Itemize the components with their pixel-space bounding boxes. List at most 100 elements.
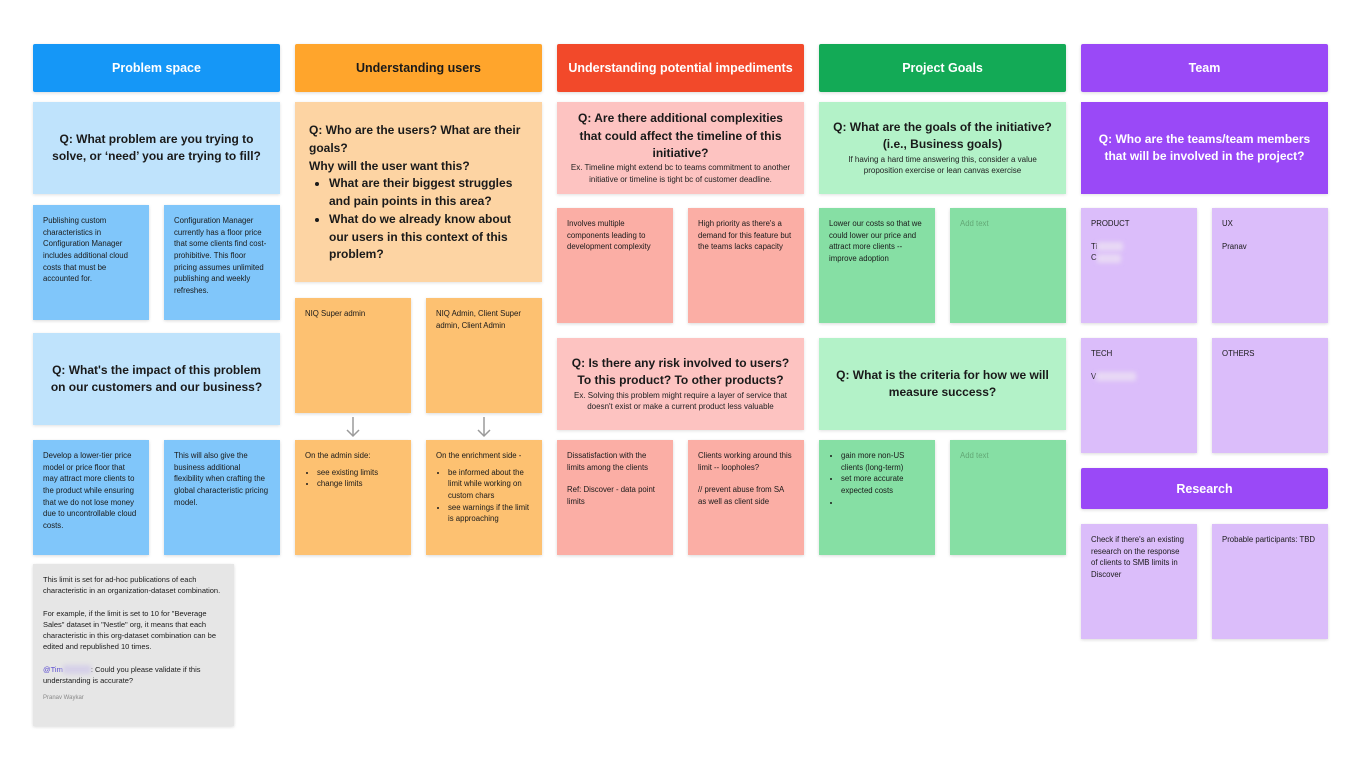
comment-paragraph: This limit is set for ad-hoc publication… [43, 575, 221, 596]
sticky-note-bullet: gain more non-US clients (long-term) [841, 450, 925, 473]
team-role-label: UX [1222, 219, 1233, 228]
sticky-note-list: be informed about the limit while workin… [436, 467, 532, 525]
header-research: Research [1081, 468, 1328, 509]
sticky-note-text: Probable participants: TBD [1222, 535, 1316, 544]
sticky-note[interactable]: Probable participants: TBD [1212, 524, 1328, 639]
sticky-note-text: // prevent abuse from SA as well as clie… [698, 485, 784, 507]
sticky-note-text: This will also give the business additio… [174, 451, 269, 507]
sticky-note-bullet [841, 497, 925, 509]
mention-link[interactable]: @Tim [43, 664, 63, 674]
sticky-note[interactable]: On the admin side: see existing limits c… [295, 440, 411, 555]
team-product-note[interactable]: PRODUCT Ti C [1081, 208, 1197, 323]
add-text-placeholder[interactable]: Add text [960, 219, 989, 228]
sticky-note[interactable]: High priority as there's a demand for th… [688, 208, 804, 323]
sticky-note-text: NIQ Admin, Client Super admin, Client Ad… [436, 309, 521, 330]
risk-question-hint: Ex. Solving this problem might require a… [574, 390, 787, 412]
redacted-name [1097, 242, 1124, 252]
header-understanding-users: Understanding users [295, 44, 542, 92]
team-ux-note[interactable]: UX Pranav [1212, 208, 1328, 323]
team-role-label: TECH [1091, 349, 1113, 358]
goals-question-text: Q: What are the goals of the initiative?… [833, 120, 1052, 152]
sticky-note-text: Clients working around this limit -- loo… [698, 451, 792, 472]
sticky-note[interactable]: Publishing custom characteristics in Con… [33, 205, 149, 320]
header-project-goals: Project Goals [819, 44, 1066, 92]
sticky-note-bullet: change limits [317, 478, 401, 490]
empty-sticky-note[interactable]: Add text [950, 440, 1066, 555]
sticky-note-list: gain more non-US clients (long-term) set… [829, 450, 925, 508]
comment-question: : Could you please validate if this unde… [43, 664, 201, 685]
sticky-note[interactable]: Dissatisfaction with the limits among th… [557, 440, 673, 555]
success-question-card[interactable]: Q: What is the criteria for how we will … [819, 338, 1066, 430]
sticky-note-list: see existing limits change limits [305, 467, 401, 490]
users-question-card[interactable]: Q: Who are the users? What are their goa… [295, 102, 542, 282]
comment-paragraph: For example, if the limit is set to 10 f… [43, 608, 217, 652]
team-question-card[interactable]: Q: Who are the teams/team members that w… [1081, 102, 1328, 194]
arrow-down-icon [346, 417, 360, 438]
risk-question-text: Q: Is there any risk involved to users? … [571, 356, 790, 388]
complexity-question-text: Q: Are there additional complexities tha… [578, 111, 783, 161]
sticky-note-text: Lower our costs so that we could lower o… [829, 219, 922, 264]
comment-card[interactable]: This limit is set for ad-hoc publication… [33, 564, 234, 726]
sticky-note[interactable]: Develop a lower-tier price model or pric… [33, 440, 149, 555]
redacted-name [1096, 372, 1137, 382]
sticky-note-bullet: see existing limits [317, 467, 401, 479]
sticky-note[interactable]: NIQ Super admin [295, 298, 411, 413]
sticky-note-text: High priority as there's a demand for th… [698, 219, 792, 252]
impact-question-card[interactable]: Q: What's the impact of this problem on … [33, 333, 280, 425]
empty-sticky-note[interactable]: Add text [950, 208, 1066, 323]
header-impediments: Understanding potential impediments [557, 44, 804, 92]
sticky-note[interactable]: On the enrichment side - be informed abo… [426, 440, 542, 555]
team-tech-note[interactable]: TECH V [1081, 338, 1197, 453]
users-question-bullet: What are their biggest struggles and pai… [329, 175, 528, 211]
sticky-note-text: Develop a lower-tier price model or pric… [43, 451, 137, 531]
team-member-name: C [1091, 252, 1187, 264]
sticky-note-text: Ref: Discover - data point limits [567, 485, 655, 507]
redacted-name [1096, 253, 1121, 263]
sticky-note[interactable]: Configuration Manager currently has a fl… [164, 205, 280, 320]
sticky-note-text: Dissatisfaction with the limits among th… [567, 451, 649, 472]
team-member-name: Pranav [1222, 241, 1247, 251]
sticky-note-text: Check if there's an existing research on… [1091, 535, 1184, 580]
arrow-down-icon [477, 417, 491, 438]
users-question-bullet: What do we already know about our users … [329, 211, 528, 264]
sticky-note[interactable]: Check if there's an existing research on… [1081, 524, 1197, 639]
sticky-note[interactable]: NIQ Admin, Client Super admin, Client Ad… [426, 298, 542, 413]
sticky-note-bullet: set more accurate expected costs [841, 473, 925, 496]
problem-question-text: Q: What problem are you trying to solve,… [52, 131, 261, 163]
complexity-question-hint: Ex. Timeline might extend bc to teams co… [570, 163, 791, 185]
team-role-label: PRODUCT [1091, 219, 1130, 228]
sticky-note-bullet: see warnings if the limit is approaching [448, 502, 532, 525]
header-problem-space: Problem space [33, 44, 280, 92]
users-question-line: Why will the user want this? [309, 158, 470, 173]
success-question-text: Q: What is the criteria for how we will … [836, 367, 1049, 399]
sticky-note[interactable]: Lower our costs so that we could lower o… [819, 208, 935, 323]
comment-author: Pranav Waykar [43, 695, 84, 701]
team-member-name: V [1091, 371, 1187, 383]
sticky-note-text: Publishing custom characteristics in Con… [43, 216, 128, 284]
team-question-text: Q: Who are the teams/team members that w… [1098, 131, 1311, 163]
complexity-question-card[interactable]: Q: Are there additional complexities tha… [557, 102, 804, 194]
problem-question-card[interactable]: Q: What problem are you trying to solve,… [33, 102, 280, 194]
goals-question-card[interactable]: Q: What are the goals of the initiative?… [819, 102, 1066, 194]
goals-question-hint: If having a hard time answering this, co… [848, 154, 1037, 176]
sticky-note[interactable]: Clients working around this limit -- loo… [688, 440, 804, 555]
sticky-note[interactable]: gain more non-US clients (long-term) set… [819, 440, 935, 555]
team-others-note[interactable]: OTHERS [1212, 338, 1328, 453]
comment-paragraph: @Tim: Could you please validate if this … [43, 664, 224, 687]
users-question-list: What are their biggest struggles and pai… [309, 175, 528, 264]
redacted-name [62, 665, 91, 675]
sticky-note[interactable]: This will also give the business additio… [164, 440, 280, 555]
sticky-note-text: Configuration Manager currently has a fl… [174, 216, 267, 296]
sticky-note[interactable]: Involves multiple components leading to … [557, 208, 673, 323]
add-text-placeholder[interactable]: Add text [960, 451, 989, 460]
team-member-name: Ti [1091, 241, 1187, 253]
risk-question-card[interactable]: Q: Is there any risk involved to users? … [557, 338, 804, 430]
users-question-line: Q: Who are the users? What are their goa… [309, 123, 521, 155]
sticky-note-title: On the admin side: [305, 451, 371, 460]
sticky-note-title: On the enrichment side - [436, 451, 522, 460]
impact-question-text: Q: What's the impact of this problem on … [50, 362, 263, 394]
header-team: Team [1081, 44, 1328, 92]
team-role-label: OTHERS [1222, 349, 1255, 358]
sticky-note-text: NIQ Super admin [305, 309, 366, 318]
sticky-note-bullet: be informed about the limit while workin… [448, 467, 532, 502]
